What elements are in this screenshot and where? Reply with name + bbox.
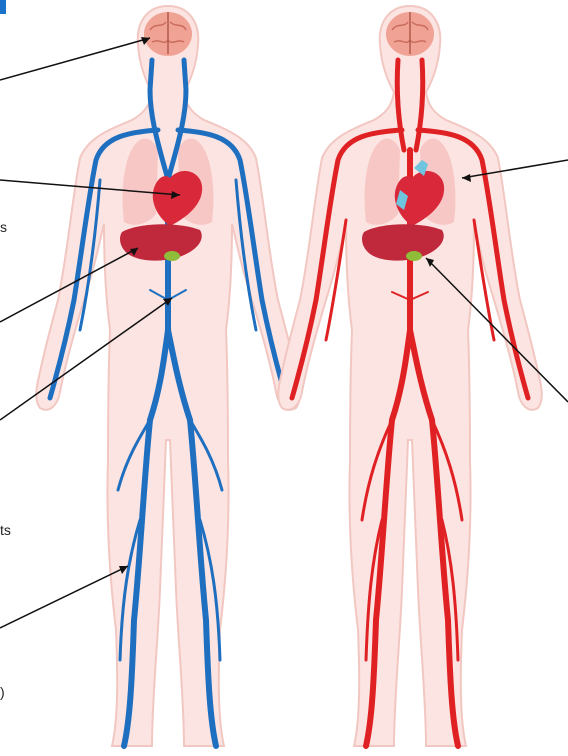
leader-line-brain [0, 38, 150, 80]
body-silhouette [36, 6, 300, 746]
venous-figure [36, 6, 300, 746]
label-fragment-heart: s [0, 219, 7, 235]
label-fragment-leg: ts [0, 522, 11, 538]
body-silhouette [278, 6, 542, 746]
brain-icon [144, 12, 192, 56]
label-fragment-paren: ) [0, 684, 5, 700]
leader-line-leg-vein [0, 566, 128, 628]
brain-icon [386, 12, 434, 56]
arterial-figure [278, 6, 542, 746]
